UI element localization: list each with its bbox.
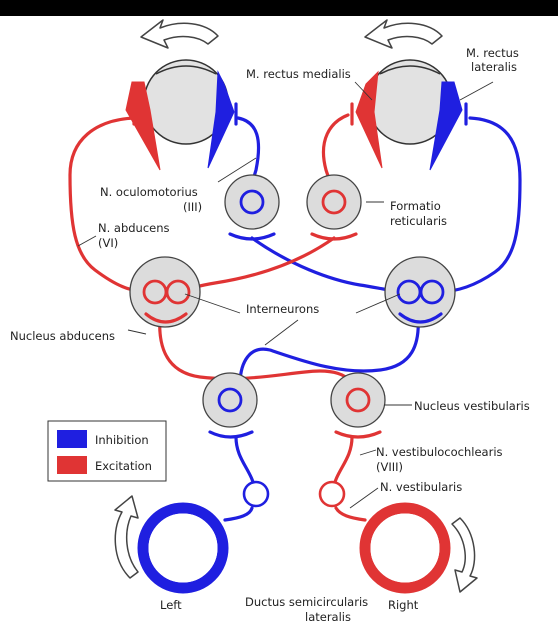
right-vestibular-ganglion <box>318 480 346 508</box>
right-semicircular-canal <box>359 502 451 594</box>
label-vestibulocochlearis-1: N. vestibulocochlearis <box>376 445 503 459</box>
legend-label-excitation: Excitation <box>95 459 152 473</box>
left-vestibular-ganglion <box>242 480 270 508</box>
right-lateral-rectus-muscle <box>429 81 463 171</box>
right-ganglion-to-canal <box>334 506 367 522</box>
legend-swatch-excitation <box>57 456 87 474</box>
label-right: Right <box>388 598 419 612</box>
legend-swatch-inhibition <box>57 430 87 448</box>
label-oculomotorius-1: N. oculomotorius <box>100 185 198 199</box>
label-ductus-2: lateralis <box>305 610 351 624</box>
legend-label-inhibition: Inhibition <box>95 433 149 447</box>
label-rectus-medialis: M. rectus medialis <box>246 67 351 81</box>
right-eye-cornea <box>379 65 441 75</box>
label-rectus-lateralis-2: lateralis <box>471 60 517 74</box>
left-medial-rectus-muscle <box>207 70 235 169</box>
oculomotor-nucleus <box>224 174 280 241</box>
left-eye-cornea <box>155 65 217 75</box>
right-medial-rectus-muscle <box>355 70 383 169</box>
right-vestibular-nucleus <box>330 372 386 439</box>
right-interneuron-blue <box>238 314 420 387</box>
label-ductus-1: Ductus semicircularis <box>245 595 368 609</box>
right-abducens-nerve <box>436 116 522 294</box>
right-eye <box>350 59 468 171</box>
label-left: Left <box>160 598 182 612</box>
label-rectus-lateralis-1: M. rectus <box>466 46 519 60</box>
left-canal-inner <box>148 513 218 583</box>
leader-oculomotorius <box>217 157 257 183</box>
label-vestibulocochlearis-2: (VIII) <box>376 460 403 474</box>
label-abducens-1: N. abducens <box>98 221 170 235</box>
left-abducens-nerve <box>68 116 152 294</box>
leader-interneurons-mid <box>264 319 299 346</box>
left-interneuron-red <box>158 314 360 394</box>
label-interneurons: Interneurons <box>246 302 319 316</box>
head-rotation-arrow-right <box>451 517 478 593</box>
leader-rectus-medialis <box>354 81 373 101</box>
eye-rotation-arrow-left <box>140 19 219 49</box>
leader-n-vestibularis <box>349 487 379 509</box>
right-canal-inner <box>370 513 440 583</box>
leader-vestibulocochlearis <box>359 449 377 456</box>
formatio-reticularis-nucleus <box>306 174 362 241</box>
label-formatio-1: Formatio <box>390 199 441 213</box>
eye-rotation-arrow-right <box>364 19 443 49</box>
head-rotation-arrow-left <box>114 495 139 579</box>
label-abducens-2: (VI) <box>98 236 118 250</box>
left-eye <box>125 59 238 171</box>
right-abducens-nucleus <box>384 256 456 328</box>
leader-interneurons-left <box>184 293 241 314</box>
leader-abducens <box>77 235 97 247</box>
label-nucleus-vestibularis: Nucleus vestibularis <box>414 399 530 413</box>
left-ganglion-to-canal <box>223 506 254 522</box>
leader-rectus-lateralis <box>459 81 494 101</box>
leader-nucleus-abducens <box>127 329 147 335</box>
legend: Inhibition Excitation <box>47 420 167 482</box>
leader-interneurons-right <box>355 293 401 314</box>
label-oculomotorius-2: (III) <box>183 200 202 214</box>
left-semicircular-canal <box>137 502 229 594</box>
label-formatio-2: reticularis <box>390 214 447 228</box>
label-n-vestibularis: N. vestibularis <box>380 480 462 494</box>
left-abducens-nucleus <box>129 256 201 328</box>
top-black-bar <box>0 0 558 16</box>
label-nucleus-abducens: Nucleus abducens <box>10 329 115 343</box>
left-vestibular-nucleus <box>202 372 258 439</box>
